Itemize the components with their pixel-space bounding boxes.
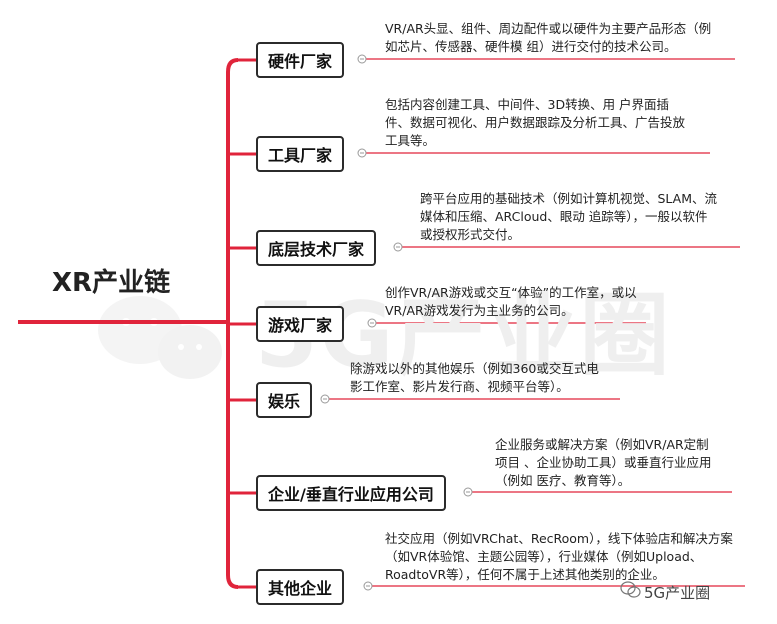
branch-label: 娱乐 [268, 392, 301, 411]
branch-label: 底层技术厂家 [268, 240, 365, 259]
description-line: 除游戏以外的其他娱乐（例如360或交互式电 [350, 361, 599, 376]
branch-node-tools[interactable]: 工具厂家 [256, 136, 345, 172]
wechat-icon [620, 581, 641, 598]
branch-node-hardware[interactable]: 硬件厂家 [256, 42, 345, 78]
description-line: 项目 、企业协助工具）或垂直行业应用 [495, 455, 712, 470]
description-line: 件、数据可视化、用户数据跟踪及分析工具、广告投放 [385, 115, 686, 130]
description-line: 包括内容创建工具、中间件、3D转换、用 户界面插 [385, 97, 670, 112]
description-line: 工具等。 [385, 133, 436, 148]
branch-node-core-tech[interactable]: 底层技术厂家 [256, 230, 377, 266]
branch-description-games: 创作VR/AR游戏或交互“体验”的工作室，或以 VR/AR游戏发行为主业务的公司… [385, 284, 637, 320]
description-line: 或授权形式交付。 [420, 227, 521, 242]
branch-description-core-tech: 跨平台应用的基础技术（例如计算机视觉、SLAM、流 媒体和压缩、ARCloud、… [420, 190, 717, 244]
description-line: 如芯片、传感器、硬件模 组）进行交付的技术公司。 [385, 39, 677, 54]
branch-node-games[interactable]: 游戏厂家 [256, 306, 345, 342]
root-node-title: XR产业链 [52, 268, 171, 298]
description-line: 社交应用（例如VRChat、RecRoom），线下体验店和解决方案 [385, 531, 733, 546]
description-line: 企业服务或解决方案（例如VR/AR定制 [495, 437, 709, 452]
description-line: 跨平台应用的基础技术（例如计算机视觉、SLAM、流 [420, 191, 718, 206]
description-underlines [325, 58, 745, 587]
branch-connectors [228, 58, 256, 589]
description-line: 影工作室、影片发行商、视频平台等）。 [350, 379, 569, 394]
branch-description-hardware: VR/AR头显、组件、周边配件或以硬件为主要产品形态（例 如芯片、传感器、硬件模… [385, 20, 711, 56]
branch-node-enterprise[interactable]: 企业/垂直行业应用公司 [256, 475, 446, 511]
branch-node-others[interactable]: 其他企业 [256, 569, 345, 605]
branch-description-enterprise: 企业服务或解决方案（例如VR/AR定制 项目 、企业协助工具）或垂直行业应用 （… [495, 436, 711, 490]
branch-label: 硬件厂家 [268, 52, 333, 71]
description-line: VR/AR头显、组件、周边配件或以硬件为主要产品形态（例 [385, 21, 712, 36]
branch-description-entertainment: 除游戏以外的其他娱乐（例如360或交互式电 影工作室、影片发行商、视频平台等）。 [350, 360, 599, 396]
branch-node-entertainment[interactable]: 娱乐 [256, 382, 313, 418]
description-line: 媒体和压缩、ARCloud、眼动 追踪等），一般以软件 [420, 209, 708, 224]
branch-label: 其他企业 [268, 579, 333, 598]
branch-label: 游戏厂家 [268, 316, 333, 335]
branch-description-others: 社交应用（例如VRChat、RecRoom），线下体验店和解决方案 （如VR体验… [385, 530, 733, 584]
description-line: （如VR体验馆、主题公园等），行业媒体（例如Upload、 [385, 549, 703, 564]
description-line: RoadtoVR等），任何不属于上述其他类别的企业。 [385, 567, 665, 582]
branch-label: 企业/垂直行业应用公司 [268, 485, 434, 504]
footer-brand: 5G产业圈 [644, 584, 711, 602]
description-line: VR/AR游戏发行为主业务的公司。 [385, 303, 574, 318]
description-line: （例如 医疗、教育等）。 [495, 473, 631, 488]
watermark-bubble-icon [98, 296, 222, 379]
description-line: 创作VR/AR游戏或交互“体验”的工作室，或以 [385, 285, 637, 300]
branch-label: 工具厂家 [268, 146, 333, 165]
branch-description-tools: 包括内容创建工具、中间件、3D转换、用 户界面插 件、数据可视化、用户数据跟踪及… [385, 96, 685, 150]
